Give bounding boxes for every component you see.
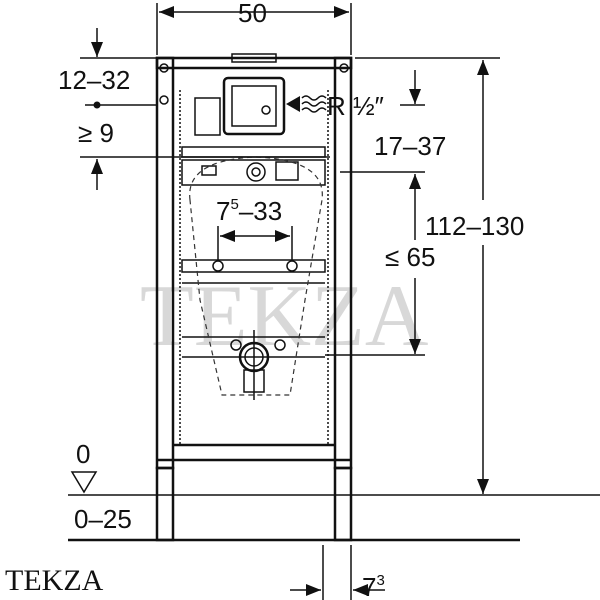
left-dimensions: 12–32 ≥ 9	[58, 28, 330, 190]
floor-dimensions: 0 0–25	[68, 439, 600, 542]
logo: TEKZA	[5, 564, 104, 597]
width-label: 50	[238, 0, 267, 28]
min-depth-label: ≥ 9	[78, 118, 114, 148]
frame	[155, 53, 353, 542]
top-offset-label: 12–32	[58, 65, 130, 95]
right-dimensions: 17–37 ≤ 65 112–130	[325, 57, 524, 494]
fixing-span-dimension: 75–33	[216, 196, 293, 260]
connection-label: R ½″	[327, 91, 384, 121]
floor-level-label: 0	[76, 439, 90, 469]
fixing-span-label: 75–33	[216, 196, 282, 226]
max-height-label: ≤ 65	[385, 242, 435, 272]
connection-label-group: R ½″	[286, 91, 384, 121]
inlet-height-label: 17–37	[374, 131, 446, 161]
leg-width-label: 73	[362, 572, 385, 600]
total-height-label: 112–130	[425, 211, 524, 241]
leg-width-dimension: 73	[290, 545, 385, 600]
width-dimension: 50	[156, 0, 352, 55]
floor-adjust-label: 0–25	[74, 504, 132, 534]
